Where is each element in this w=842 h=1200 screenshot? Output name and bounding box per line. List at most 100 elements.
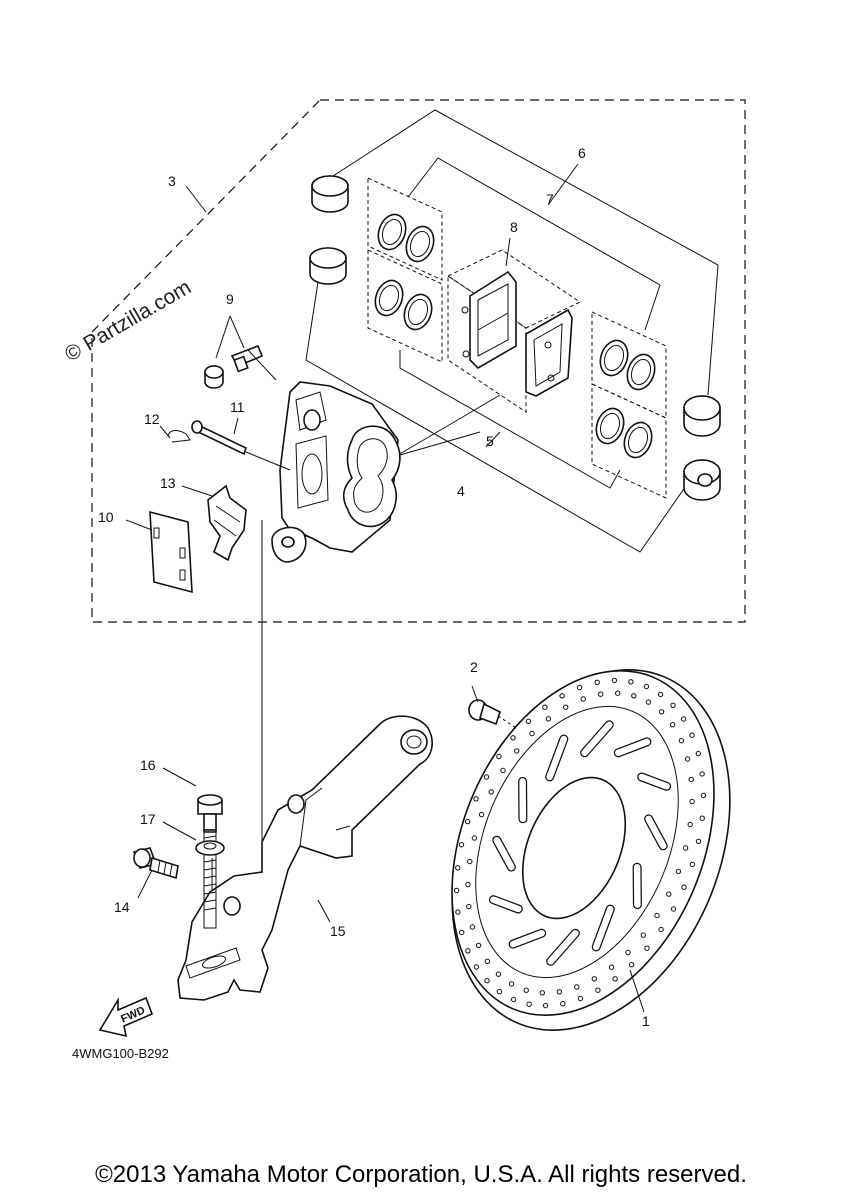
disc-hole — [580, 696, 586, 702]
disc-slot — [547, 929, 579, 965]
disc-slot — [638, 773, 670, 790]
callout-6: 6 — [578, 145, 586, 161]
callout-leaders — [125, 185, 645, 1013]
callout-4: 4 — [457, 483, 465, 499]
copyright-notice: ©2013 Yamaha Motor Corporation, U.S.A. A… — [95, 1161, 747, 1188]
disc-slot — [645, 815, 667, 850]
disc-hole — [654, 912, 660, 919]
disc-hole — [591, 976, 597, 982]
pad-spring — [207, 484, 247, 562]
disc-hole — [514, 748, 520, 754]
disc-hole — [556, 989, 562, 995]
callout-8: 8 — [510, 219, 518, 235]
disc-hole — [560, 1001, 566, 1007]
disc-hole — [681, 884, 687, 890]
disc-hole — [526, 1001, 532, 1007]
disc-hole — [577, 995, 584, 1002]
disc-hole — [675, 868, 682, 875]
disc-hole — [563, 704, 569, 710]
callout-9: 9 — [226, 291, 234, 307]
disc-hole — [459, 929, 465, 936]
disc-hole — [473, 796, 479, 802]
disc-hole — [700, 792, 707, 799]
disc-hole — [500, 767, 506, 774]
disc-hole — [453, 887, 460, 894]
disc-hole — [670, 702, 676, 708]
disc-hole — [682, 845, 689, 851]
pad-pin-and-clip — [167, 420, 247, 456]
disc-hole — [669, 722, 676, 728]
disc-hole — [539, 990, 545, 996]
disc-hole — [465, 881, 471, 888]
disc-hole — [525, 718, 532, 724]
disc-slot — [546, 735, 568, 781]
disc-hole — [688, 776, 694, 783]
disc-hole — [666, 891, 672, 897]
callout-12: 12 — [144, 411, 160, 427]
disc-hole — [523, 987, 529, 993]
brake-disc — [451, 669, 731, 1031]
disc-slot — [581, 721, 613, 757]
disc-hole — [699, 815, 705, 821]
disc-hole — [615, 690, 621, 696]
disc-hole — [545, 716, 552, 722]
partzilla-watermark: © Partzilla.com — [61, 276, 195, 367]
disc-hole — [680, 716, 687, 722]
disc-hole — [695, 838, 702, 844]
disc-hole — [488, 789, 494, 795]
assembly-leader-lines — [305, 109, 719, 553]
caliper-body — [271, 381, 401, 563]
disc-hole — [473, 964, 480, 970]
disc-hole — [458, 842, 465, 848]
callout-14: 14 — [114, 899, 130, 915]
disc-slot — [592, 905, 614, 951]
callout-13: 13 — [160, 475, 176, 491]
disc-hole — [465, 948, 471, 954]
disc-hole — [594, 679, 600, 685]
disc-hole — [628, 679, 634, 685]
disc-hole — [469, 924, 476, 930]
disc-hole — [670, 906, 677, 912]
disc-hole — [484, 958, 491, 964]
piston-right-upper — [683, 395, 721, 437]
disc-hole — [484, 978, 490, 984]
disc-hole — [644, 945, 650, 951]
disc-hole — [464, 818, 471, 825]
piston-top-left — [311, 175, 349, 213]
callout-3: 3 — [168, 173, 176, 189]
disc-hole — [699, 771, 705, 777]
disc-hole — [574, 984, 580, 990]
callout-16: 16 — [140, 757, 156, 773]
disc-hole — [466, 903, 472, 910]
disc-hole — [475, 942, 482, 949]
caliper-bracket — [177, 715, 433, 1001]
disc-hole — [625, 949, 631, 956]
seal-group-boxes — [367, 177, 667, 499]
disc-hole — [689, 732, 695, 738]
disc-hole — [467, 858, 473, 865]
bolt-16 — [197, 794, 223, 929]
disc-hole — [496, 753, 502, 760]
disc-slot — [490, 896, 522, 913]
disc-hole — [678, 737, 685, 744]
bolt-14 — [132, 847, 179, 880]
piston-seal-rings — [374, 213, 656, 459]
brake-pad-kit — [461, 270, 573, 397]
disc-hole — [542, 1002, 549, 1009]
disc-hole — [631, 693, 637, 699]
disc-hole — [576, 684, 583, 691]
disc-hole — [455, 865, 461, 871]
disc-hole — [608, 964, 615, 970]
disc-hole — [508, 981, 515, 987]
disc-hole — [640, 932, 646, 938]
disc-hole — [510, 735, 516, 741]
disc-hole — [483, 774, 490, 780]
callout-17: 17 — [140, 811, 156, 827]
disc-hole — [496, 988, 503, 995]
disc-hole — [471, 835, 478, 841]
bleed-screw-and-cap — [204, 315, 264, 389]
disc-hole — [612, 976, 618, 982]
disc-hole — [684, 756, 691, 762]
disc-hole — [687, 821, 693, 828]
